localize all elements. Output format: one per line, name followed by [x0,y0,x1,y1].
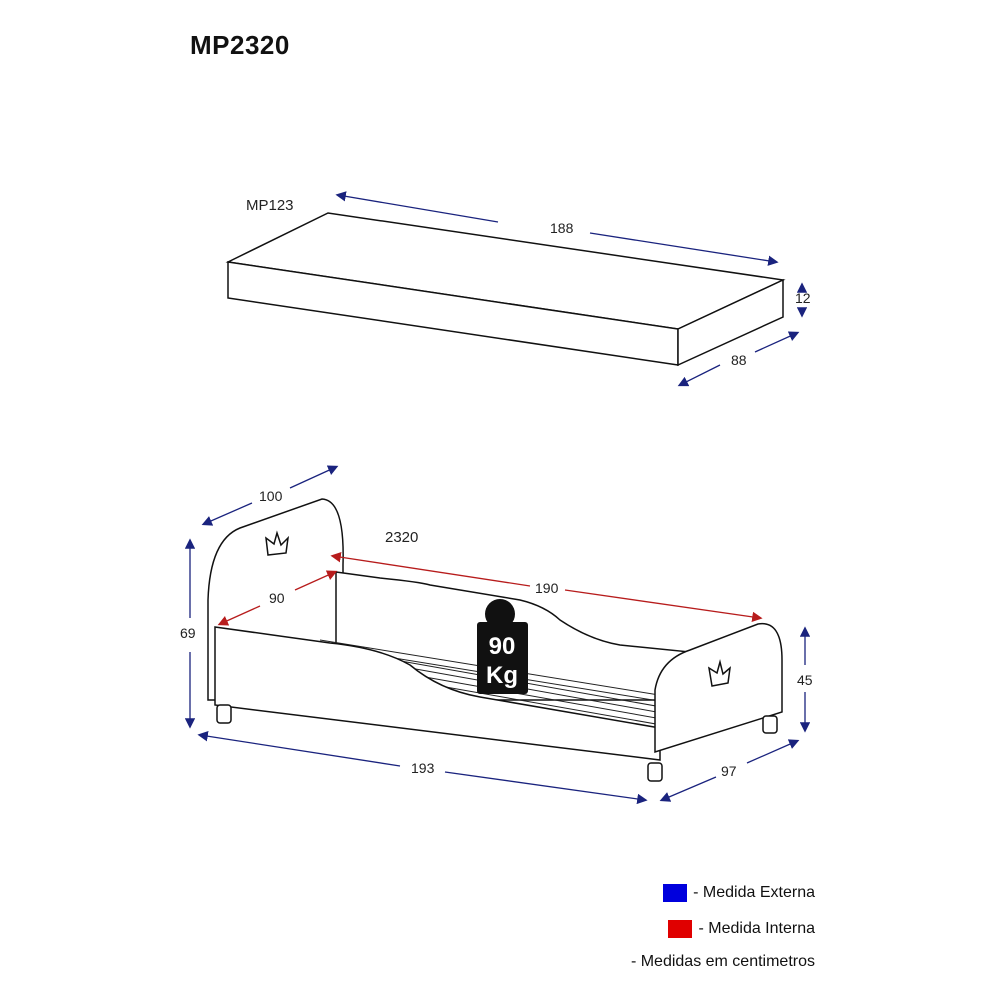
internal-color-swatch [668,920,693,938]
weight-unit: Kg [486,662,518,689]
internal-length-dim: 190 [535,580,559,596]
bed-width-dim: 97 [721,763,737,779]
mattress-drawing [225,212,786,367]
mattress-height-dim: 12 [795,290,811,306]
bed-label: 2320 [385,529,418,546]
external-color-swatch [663,884,688,902]
mattress-width-dim: 88 [731,352,747,368]
bed-external-dimension-lines [184,465,811,805]
mattress-dimension-lines [335,191,808,387]
bed-drawing [207,498,783,782]
mattress-label: MP123 [246,197,294,214]
units-note: - Medidas em centimetros [630,953,815,970]
model-title: MP2320 [190,30,290,60]
legend-external-label: - Medida Externa [693,884,815,901]
mattress-length-dim: 188 [550,220,574,236]
weight-value: 90 [489,633,516,660]
legend-external: - Medida Externa [663,884,815,902]
legend-internal: - Medida Interna [668,920,815,938]
legend-internal-label: - Medida Interna [698,920,815,937]
bed-internal-dimension-lines [217,552,763,626]
footboard-height-dim: 45 [797,672,813,688]
bed-length-dim: 193 [411,760,435,776]
weight-badge: 90 Kg [477,599,528,694]
bed-height-dim: 69 [180,625,196,641]
legend-note: - Medidas em centimetros [631,953,815,971]
internal-width-dim: 90 [269,590,285,606]
headboard-depth-dim: 100 [259,488,283,504]
